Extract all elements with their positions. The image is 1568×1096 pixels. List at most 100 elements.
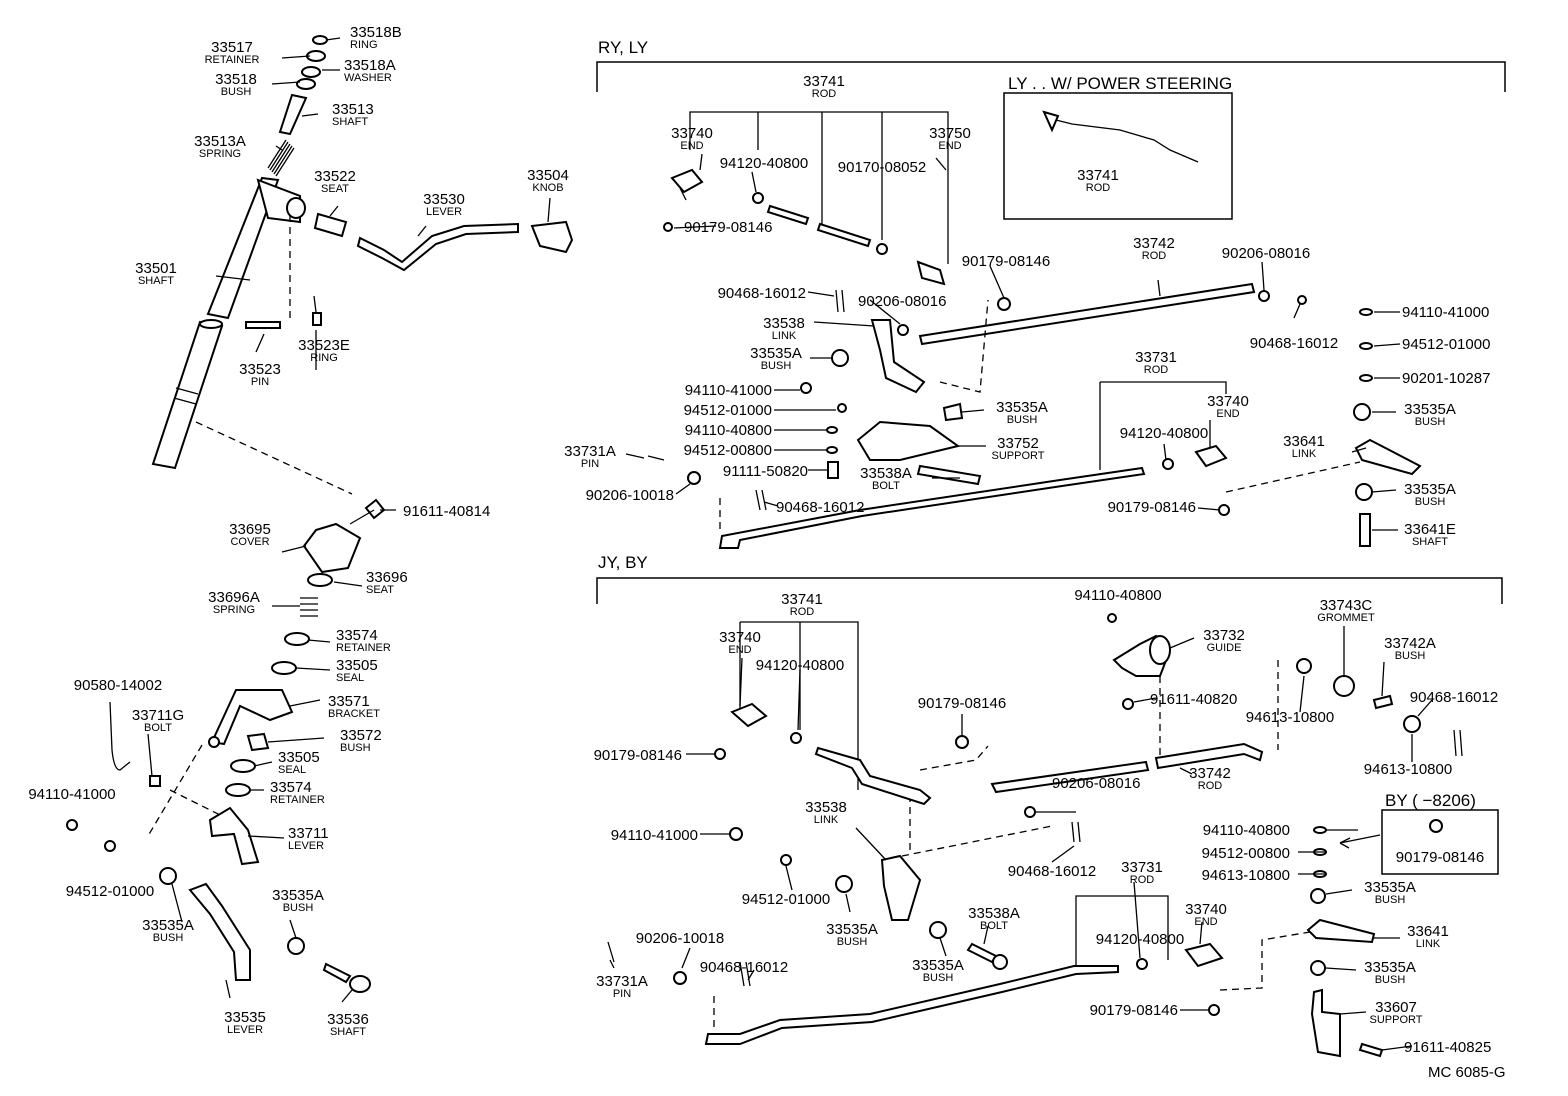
- part-number-label: 33742: [1189, 765, 1231, 782]
- part-name-label: LEVER: [227, 1024, 263, 1036]
- part-name-label: SHAFT: [138, 275, 174, 287]
- part-name-label: LINK: [1292, 448, 1317, 460]
- part-name-label: ROD: [812, 88, 837, 100]
- part-number-label: 33572: [340, 727, 382, 744]
- part-number-label: 91111-50820: [723, 463, 808, 480]
- part-name-label: PIN: [581, 458, 599, 470]
- part-number-label: 33535A: [142, 917, 194, 934]
- part-name-label: RETAINER: [270, 794, 325, 806]
- ry-ly-parts: [647, 110, 1422, 549]
- part-number-label: 94613-10800: [1364, 761, 1452, 778]
- part-name-label: WASHER: [344, 72, 392, 84]
- part-name-label: END: [728, 644, 751, 656]
- part-name-label: LEVER: [426, 206, 462, 218]
- part-name-label: ROD: [790, 606, 815, 618]
- part-number-label: 33523: [239, 361, 281, 378]
- part-number-label: 33536: [327, 1011, 369, 1028]
- part-name-label: SPRING: [199, 148, 241, 160]
- part-name-label: SEAT: [366, 584, 394, 596]
- part-name-label: BUSH: [221, 86, 252, 98]
- part-name-label: RING: [310, 352, 338, 364]
- part-number-label: 33538A: [968, 905, 1020, 922]
- part-name-label: END: [938, 140, 961, 152]
- part-number-label: 33743C: [1320, 597, 1373, 614]
- part-name-label: RETAINER: [336, 642, 391, 654]
- part-number-label: 33731: [1121, 859, 1163, 876]
- part-number-label: 33535A: [912, 957, 964, 974]
- part-number-label: 91611-40820: [1150, 691, 1237, 708]
- part-name-label: ROD: [1198, 780, 1223, 792]
- part-number-label: 90179-08146: [1108, 499, 1196, 516]
- part-name-label: LEVER: [288, 840, 324, 852]
- part-number-label: 90468-16012: [1250, 335, 1338, 352]
- part-number-label: 94110-40800: [1203, 822, 1290, 839]
- part-number-label: 33711: [288, 825, 329, 842]
- part-number-label: 90179-08146: [1396, 849, 1484, 866]
- part-name-label: END: [680, 140, 703, 152]
- part-number-label: 90468-16012: [776, 499, 864, 516]
- part-number-label: 91611-40814: [403, 503, 490, 520]
- part-number-label: 33742A: [1384, 635, 1436, 652]
- part-name-label: END: [1216, 408, 1239, 420]
- part-name-label: LINK: [814, 814, 839, 826]
- part-number-label: 33711G: [132, 707, 184, 724]
- part-number-label: 33535A: [1404, 401, 1456, 418]
- section-title-ly-power-steering: LY . . W/ POWER STEERING: [1008, 74, 1232, 93]
- part-name-label: GUIDE: [1207, 642, 1242, 654]
- part-number-label: 94512-01000: [1402, 336, 1490, 353]
- part-number-label: 90206-08016: [858, 293, 946, 310]
- part-name-label: ROD: [1144, 364, 1169, 376]
- part-number-label: 94120-40800: [1120, 425, 1208, 442]
- part-name-label: LINK: [772, 330, 797, 342]
- part-number-label: 94613-10800: [1202, 867, 1290, 884]
- part-name-label: KNOB: [532, 182, 563, 194]
- part-name-label: BUSH: [1415, 416, 1446, 428]
- leader-lines: [147, 37, 1433, 1051]
- part-number-label: 33742: [1133, 235, 1175, 252]
- part-name-label: RING: [350, 39, 378, 51]
- part-number-label: 33535A: [826, 921, 878, 938]
- part-name-label: RETAINER: [205, 54, 260, 66]
- part-number-label: 33518A: [344, 57, 396, 74]
- part-number-label: 33740: [671, 125, 713, 142]
- part-number-label: 94512-00800: [1202, 845, 1290, 862]
- part-number-label: 33501: [135, 260, 177, 277]
- part-number-label: 33695: [229, 521, 271, 538]
- part-number-label: 33535A: [1364, 959, 1416, 976]
- part-number-label: 33535A: [996, 399, 1048, 416]
- part-name-label: END: [1194, 916, 1217, 928]
- part-number-label: 33741: [1077, 167, 1119, 184]
- part-name-label: SPRING: [213, 604, 255, 616]
- part-name-label: BUSH: [1375, 974, 1406, 986]
- part-name-label: BOLT: [872, 480, 900, 492]
- part-name-label: ROD: [1130, 874, 1155, 886]
- part-number-label: 33750: [929, 125, 971, 142]
- part-name-label: ROD: [1142, 250, 1167, 262]
- part-name-label: BUSH: [761, 360, 792, 372]
- part-number-label: 33530: [423, 191, 465, 208]
- part-number-label: 33535A: [750, 345, 802, 362]
- part-number-label: 94120-40800: [1096, 931, 1184, 948]
- part-number-label: 33740: [719, 629, 761, 646]
- part-name-label: SEAL: [278, 764, 306, 776]
- part-number-label: 90170-08052: [838, 159, 926, 176]
- part-name-label: GROMMET: [1317, 612, 1375, 624]
- part-name-label: PIN: [251, 376, 269, 388]
- part-number-label: 94110-41000: [611, 827, 698, 844]
- part-number-label: 33522: [314, 168, 356, 185]
- part-number-label: 33538: [805, 799, 847, 816]
- part-number-label: 33574: [270, 779, 312, 796]
- part-number-label: 90206-10018: [586, 487, 674, 504]
- part-number-label: 33504: [527, 167, 569, 184]
- part-name-label: BUSH: [1395, 650, 1426, 662]
- part-name-label: SHAFT: [332, 116, 368, 128]
- part-number-label: 33731A: [596, 973, 648, 990]
- footer-code: MC 6085-G: [1428, 1064, 1506, 1081]
- part-number-label: 90206-10018: [636, 930, 724, 947]
- part-number-label: 33505: [278, 749, 320, 766]
- part-number-label: 90206-08016: [1222, 245, 1310, 262]
- section-title-jy-by: JY, BY: [598, 553, 648, 572]
- part-number-label: 33696A: [208, 589, 260, 606]
- part-number-label: 90206-08016: [1052, 775, 1140, 792]
